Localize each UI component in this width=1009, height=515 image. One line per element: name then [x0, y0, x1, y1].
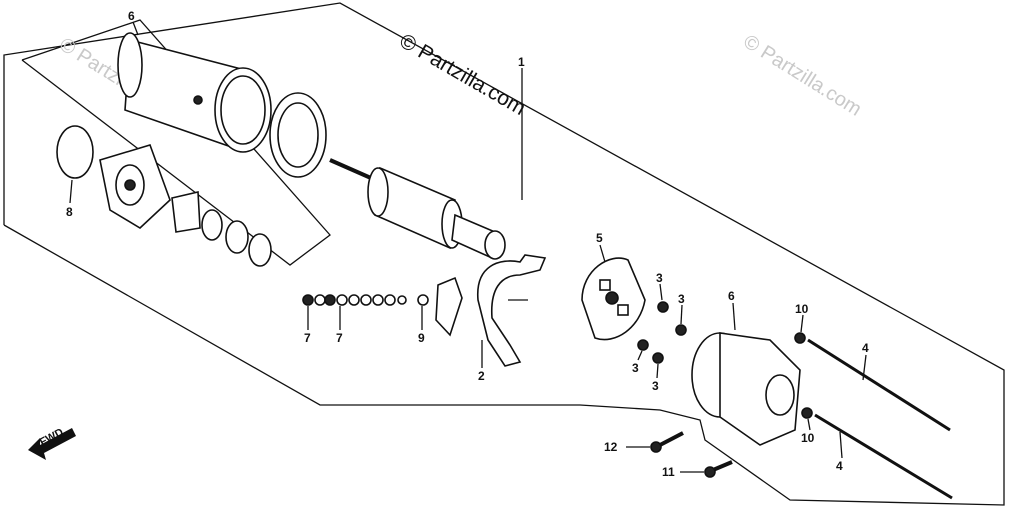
callout-10b: 10	[801, 431, 815, 445]
brush-holder	[477, 254, 547, 367]
mounting-screws	[650, 431, 733, 478]
small-washer	[417, 294, 429, 306]
callout-6-yoke: 6	[128, 9, 135, 23]
callout-2: 2	[478, 369, 485, 383]
assembly-boundary	[3, 2, 1005, 506]
armature	[329, 158, 506, 260]
callout-9: 9	[418, 331, 425, 345]
callout-3b: 3	[678, 292, 685, 306]
nut-washer-stack	[302, 294, 407, 306]
callout-12: 12	[604, 440, 618, 454]
leader-lines	[69, 21, 867, 473]
callout-6-cover: 6	[728, 289, 735, 303]
callout-11: 11	[662, 465, 675, 479]
watermark-center: © Partzilla.com	[396, 29, 530, 120]
fwd-arrow: FWD	[28, 426, 76, 460]
brush-plate	[581, 257, 646, 341]
callout-8: 8	[66, 205, 73, 219]
front-cover	[99, 144, 171, 229]
rear-cover	[691, 332, 801, 446]
terminal-nuts	[637, 301, 687, 364]
insulator	[435, 276, 463, 337]
washer-set	[171, 191, 272, 267]
watermark-right: © Partzilla.com	[739, 31, 865, 121]
callout-10a: 10	[795, 302, 809, 316]
callout-5: 5	[596, 231, 603, 245]
callout-4a: 4	[862, 341, 869, 355]
callout-7a: 7	[304, 331, 311, 345]
callout-1: 1	[518, 55, 525, 69]
callout-3c: 3	[632, 361, 639, 375]
motor-yoke-case	[117, 32, 272, 153]
callout-3a: 3	[656, 271, 663, 285]
magnet-ring	[269, 92, 327, 178]
o-ring	[56, 125, 94, 179]
through-bolts	[794, 332, 953, 500]
callout-4b: 4	[836, 459, 843, 473]
callout-7b: 7	[336, 331, 343, 345]
callout-3d: 3	[652, 379, 659, 393]
